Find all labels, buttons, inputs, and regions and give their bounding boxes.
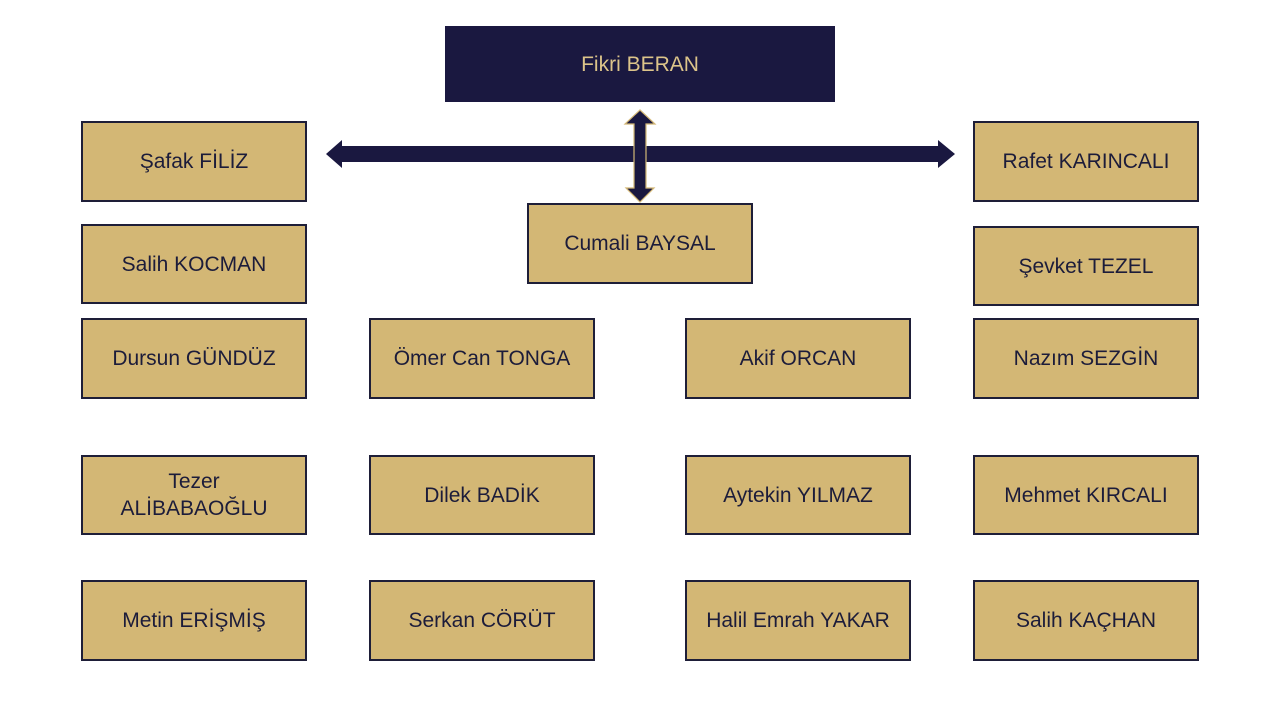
node-mehmet-kircali: Mehmet KIRCALI	[973, 455, 1199, 535]
node-dilek-badik: Dilek BADİK	[369, 455, 595, 535]
node-cumali-baysal: Cumali BAYSAL	[527, 203, 753, 284]
node-tezer-alibabaoglu: Tezer ALİBABAOĞLU	[81, 455, 307, 535]
node-fikri-beran: Fikri BERAN	[445, 26, 835, 102]
node-dursun-gunduz: Dursun GÜNDÜZ	[81, 318, 307, 399]
node-omer-can-tonga: Ömer Can TONGA	[369, 318, 595, 399]
node-safak-filiz: Şafak FİLİZ	[81, 121, 307, 202]
node-halil-emrah-yakar: Halil Emrah YAKAR	[685, 580, 911, 661]
node-salih-kocman: Salih KOCMAN	[81, 224, 307, 304]
node-metin-erismis: Metin ERİŞMİŞ	[81, 580, 307, 661]
node-nazim-sezgin: Nazım SEZGİN	[973, 318, 1199, 399]
node-serkan-corut: Serkan CÖRÜT	[369, 580, 595, 661]
vertical-double-arrow	[623, 109, 657, 203]
vertical-arrow-shape	[623, 109, 657, 203]
node-salih-kachan: Salih KAÇHAN	[973, 580, 1199, 661]
node-akif-orcan: Akif ORCAN	[685, 318, 911, 399]
node-sevket-tezel: Şevket TEZEL	[973, 226, 1199, 306]
node-aytekin-yilmaz: Aytekin YILMAZ	[685, 455, 911, 535]
node-rafet-karincali: Rafet KARINCALI	[973, 121, 1199, 202]
